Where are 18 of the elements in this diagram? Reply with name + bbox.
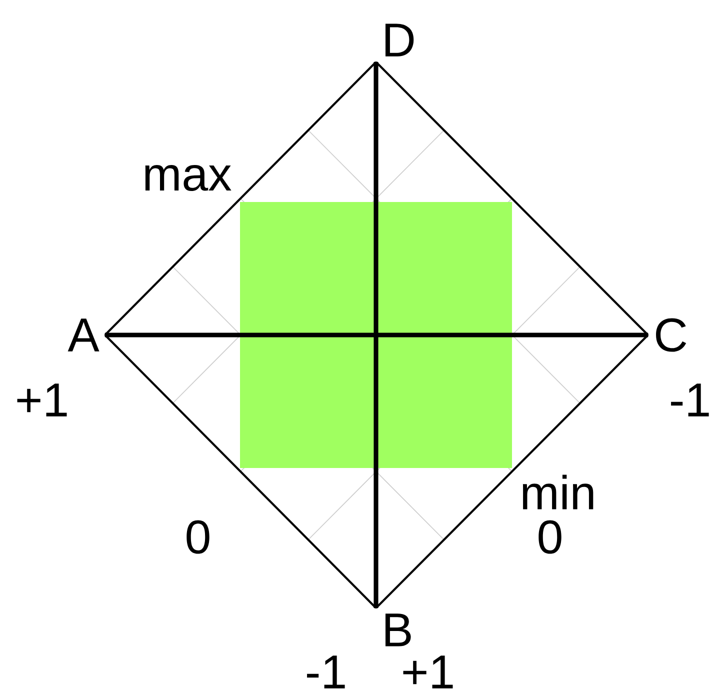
axis-label: 0 bbox=[538, 520, 562, 554]
vertex-label: A bbox=[68, 318, 100, 352]
thick-line bbox=[105, 332, 648, 338]
axis-label: +1 bbox=[17, 384, 67, 416]
side-line bbox=[104, 334, 377, 609]
vertex-label: D bbox=[386, 24, 414, 56]
axis-label: max bbox=[145, 164, 232, 191]
side-line bbox=[375, 334, 649, 609]
axis-label: min bbox=[522, 474, 594, 510]
side-line bbox=[104, 61, 377, 336]
vertex-label: C bbox=[656, 318, 686, 352]
axis-label: +1 bbox=[403, 656, 453, 688]
vertex-label: B bbox=[386, 614, 411, 646]
axis-label: -1 bbox=[671, 384, 709, 416]
thick-line bbox=[374, 62, 378, 608]
axis-label: 0 bbox=[186, 520, 210, 554]
side-line bbox=[375, 61, 649, 336]
axis-label: -1 bbox=[307, 656, 345, 688]
